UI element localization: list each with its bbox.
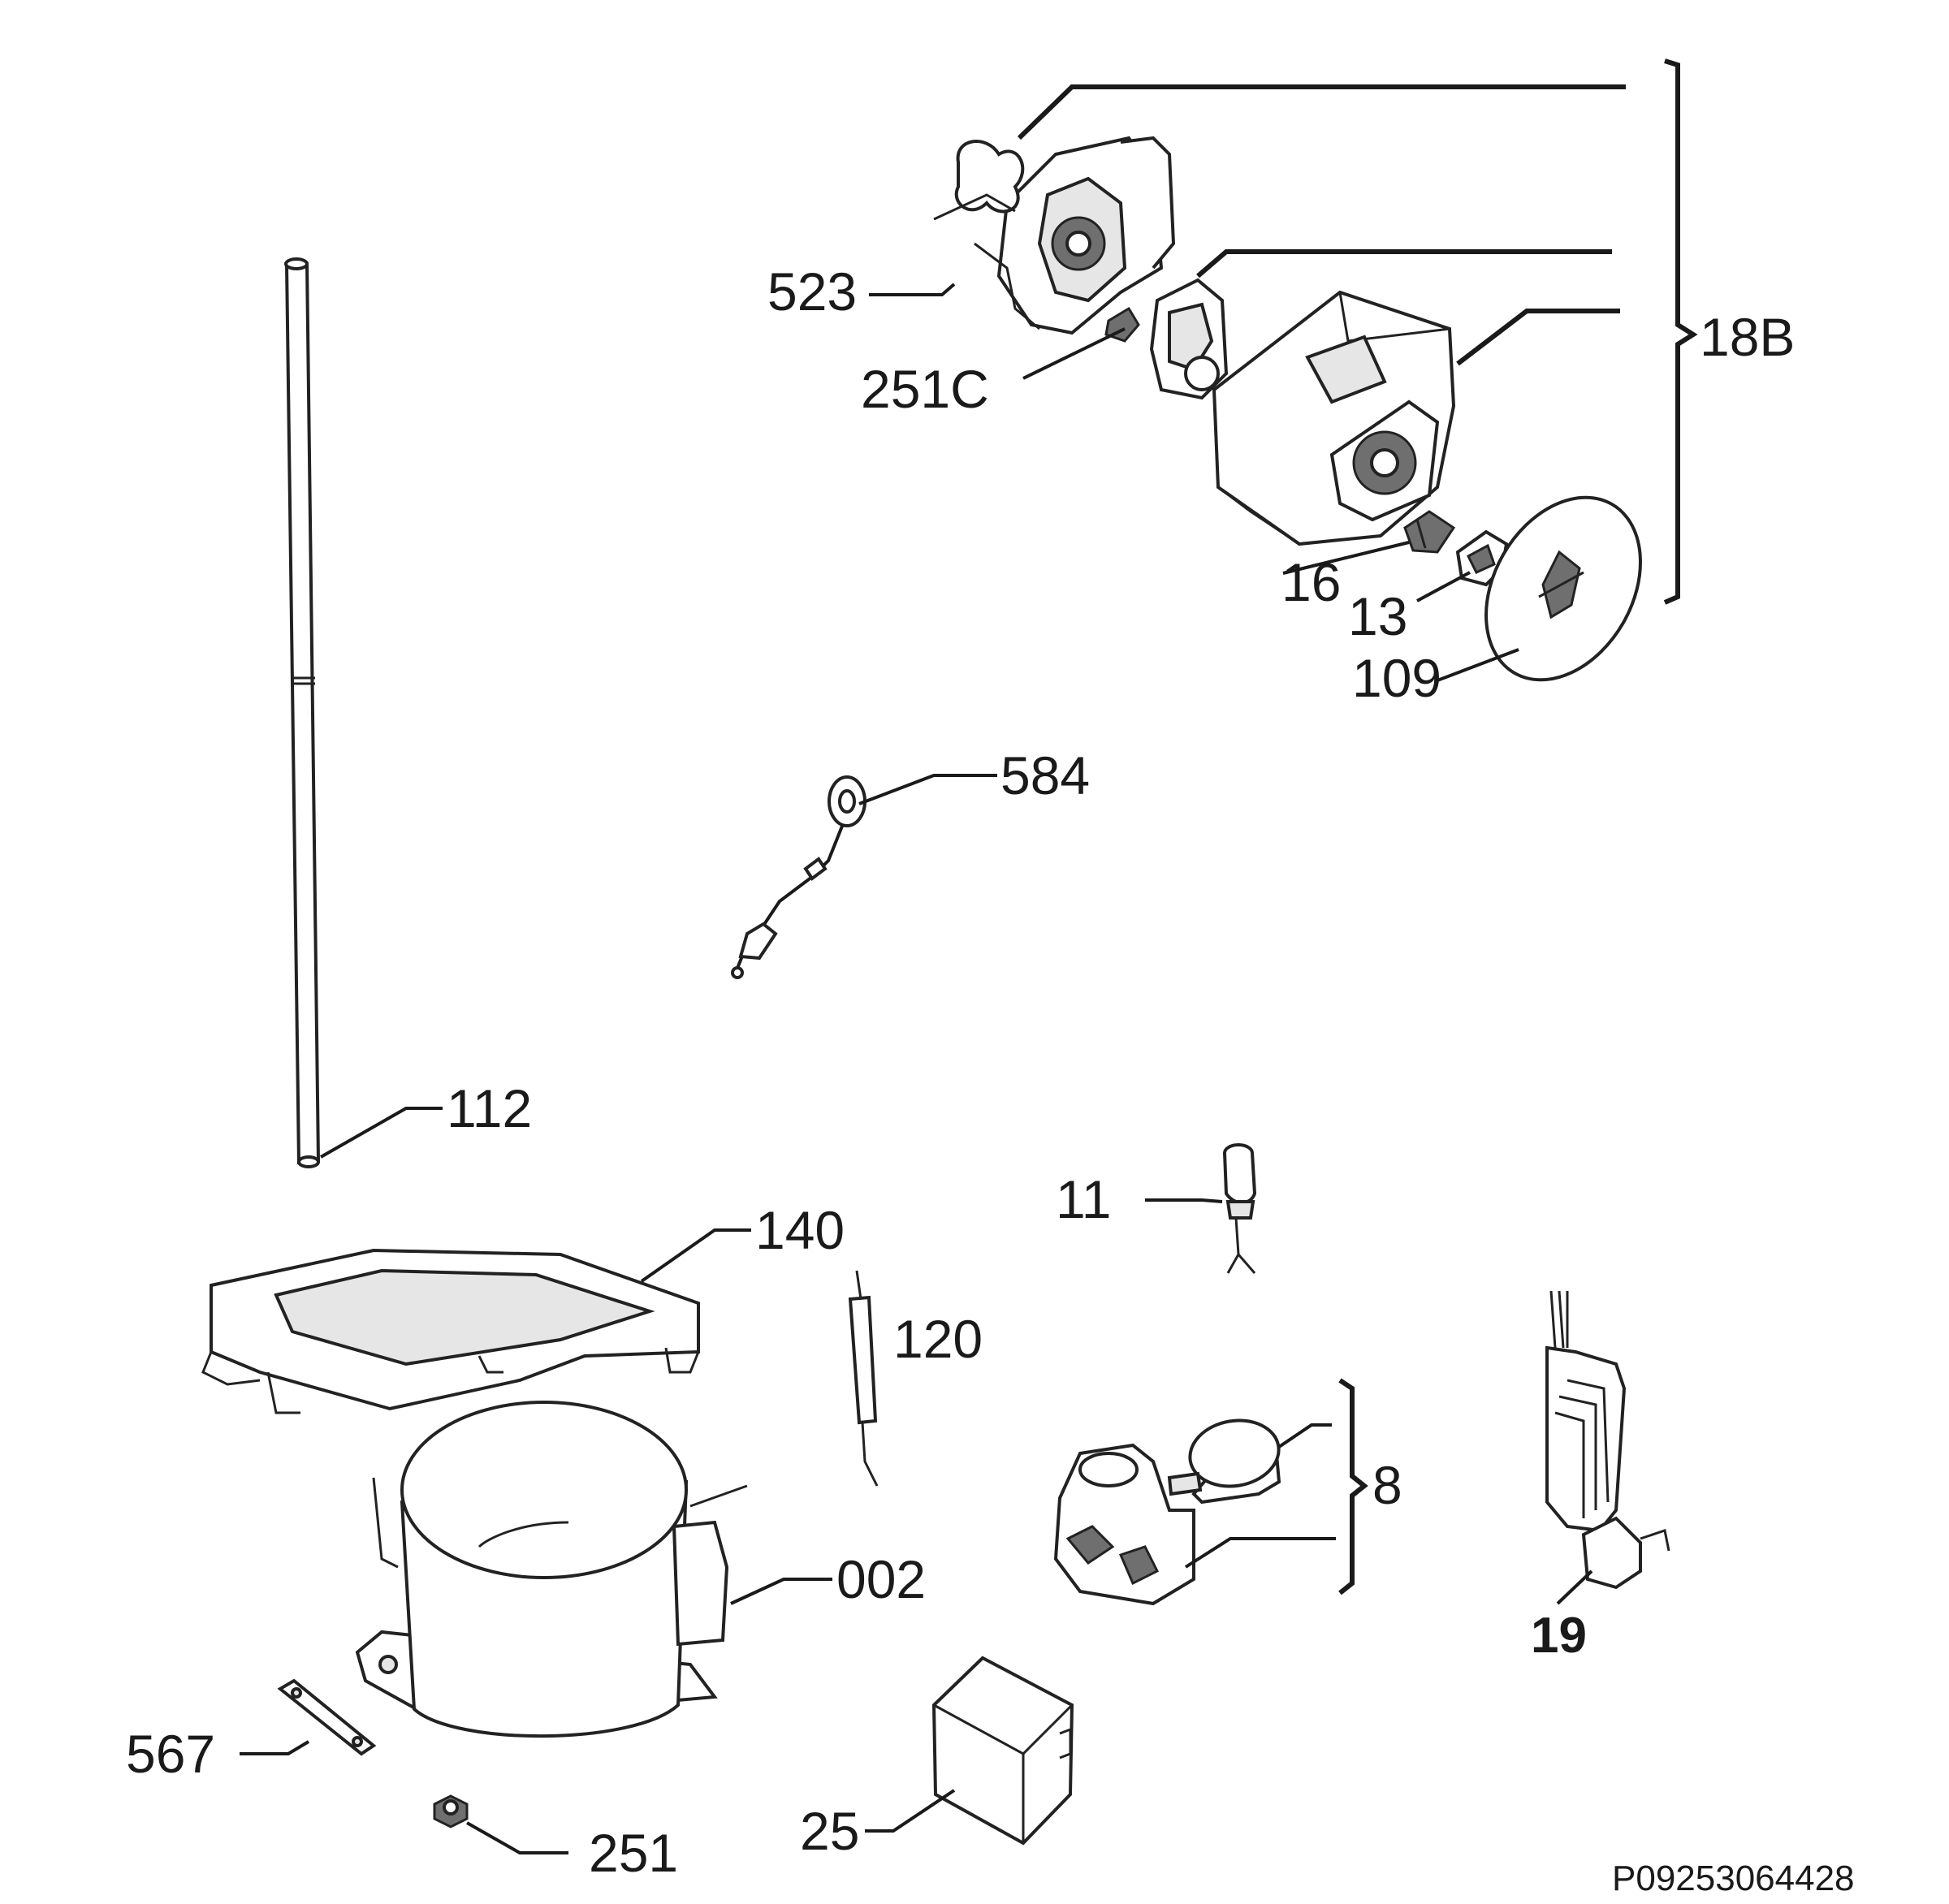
bracket-567	[277, 1678, 377, 1756]
label-002: 002	[836, 1549, 926, 1609]
label-251c: 251C	[861, 359, 989, 419]
thermal-fuse-120	[848, 1270, 879, 1487]
thermostat-control-251c	[1104, 278, 1229, 400]
label-567: 567	[126, 1724, 215, 1784]
heater-19	[1545, 1290, 1670, 1590]
tube-112	[284, 257, 321, 1168]
drawing-code: P09253064428	[1612, 1859, 1855, 1898]
switch-16	[1403, 510, 1456, 554]
starter-relay-8	[1053, 1418, 1281, 1606]
label-25: 25	[800, 1801, 859, 1861]
label-19: 19	[1531, 1608, 1587, 1664]
label-584: 584	[1000, 745, 1090, 805]
label-109: 109	[1352, 648, 1441, 708]
label-112: 112	[447, 1078, 532, 1138]
fan-motor-assembly-523	[933, 136, 1176, 335]
label-11: 11	[1056, 1169, 1112, 1229]
control-housing	[1212, 290, 1456, 546]
tray-140	[201, 1248, 700, 1414]
label-13: 13	[1348, 586, 1407, 646]
label-8: 8	[1372, 1455, 1402, 1515]
compressor-002	[355, 1401, 748, 1738]
label-523: 523	[767, 261, 857, 322]
cable-584	[731, 775, 866, 979]
label-251: 251	[589, 1823, 678, 1883]
label-18b: 18B	[1700, 307, 1795, 367]
label-16: 16	[1281, 552, 1341, 612]
label-120: 120	[893, 1309, 983, 1369]
capacitor-25	[931, 1656, 1074, 1846]
relay-sensor-11	[1223, 1143, 1257, 1274]
label-140: 140	[755, 1200, 845, 1260]
cover-109	[1484, 495, 1642, 682]
nut-251	[433, 1794, 469, 1828]
